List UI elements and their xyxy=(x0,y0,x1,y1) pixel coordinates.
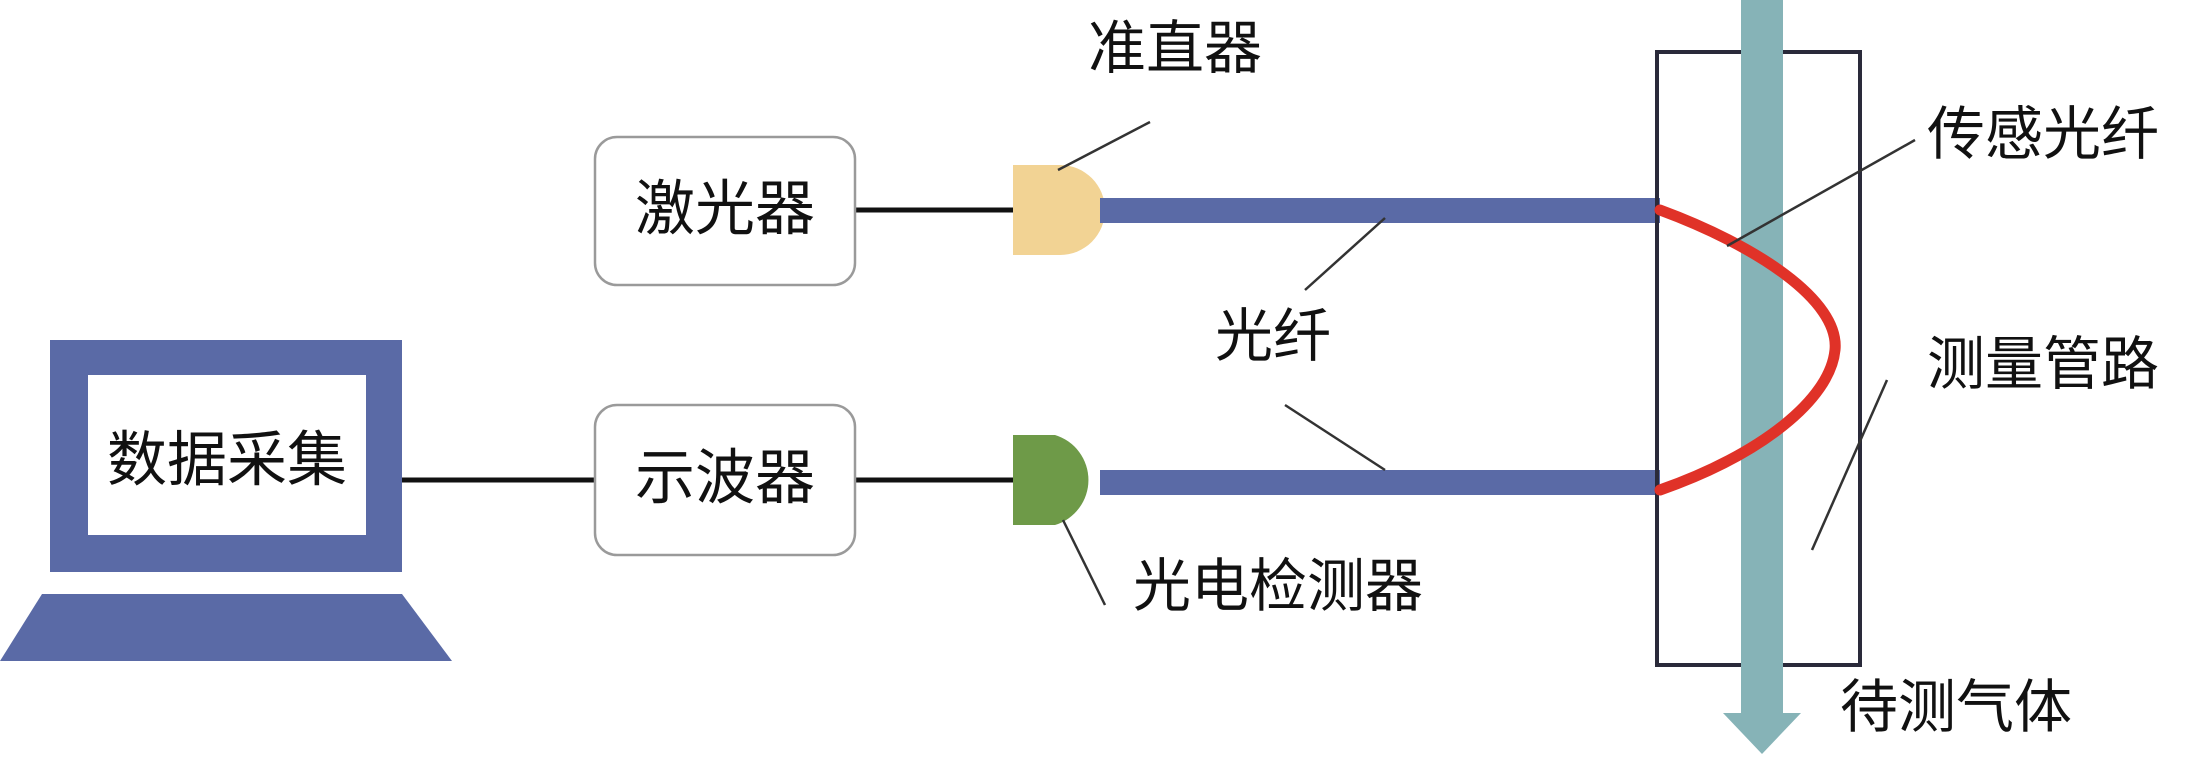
oscilloscope-box: 示波器 xyxy=(593,403,857,557)
upper-fiber xyxy=(1100,198,1660,223)
laser-box-frame xyxy=(593,135,857,287)
photodetector-icon xyxy=(1013,435,1089,525)
oscilloscope-box-frame xyxy=(593,403,857,557)
fiber-label: 光纤 xyxy=(1215,302,1331,370)
collimator-leader xyxy=(1057,120,1151,172)
measurement-pipe-label: 测量管路 xyxy=(1927,330,2159,398)
laser-label: 激光器 xyxy=(635,175,815,245)
sensing-fiber-label: 传感光纤 xyxy=(1927,100,2159,168)
gas-flow-shaft xyxy=(1741,0,1783,713)
collimator-icon xyxy=(1013,165,1105,255)
sensing-fiber xyxy=(1654,204,1841,496)
laptop-base xyxy=(0,594,452,661)
fiber-leader-upper xyxy=(1304,217,1386,291)
laptop-icon: 数据采集 xyxy=(0,340,452,661)
pipe-leader xyxy=(1810,379,1889,551)
photodetector-label: 光电检测器 xyxy=(1133,552,1423,620)
lower-fiber xyxy=(1100,470,1660,495)
laptop-screen xyxy=(88,375,366,535)
gas-flow-arrowhead xyxy=(1723,713,1801,754)
sensing-fiber-leader xyxy=(1726,138,1916,248)
laptop-label: 数据采集 xyxy=(107,426,347,496)
laser-box: 激光器 xyxy=(593,135,857,287)
oscilloscope-label: 示波器 xyxy=(635,444,815,514)
photodetector-leader xyxy=(1061,519,1107,606)
collimator-label: 准直器 xyxy=(1088,14,1262,82)
gas-to-measure-label: 待测气体 xyxy=(1840,673,2072,741)
fiber-leader-lower xyxy=(1284,403,1386,472)
down-arrow-icon xyxy=(1723,0,1801,754)
